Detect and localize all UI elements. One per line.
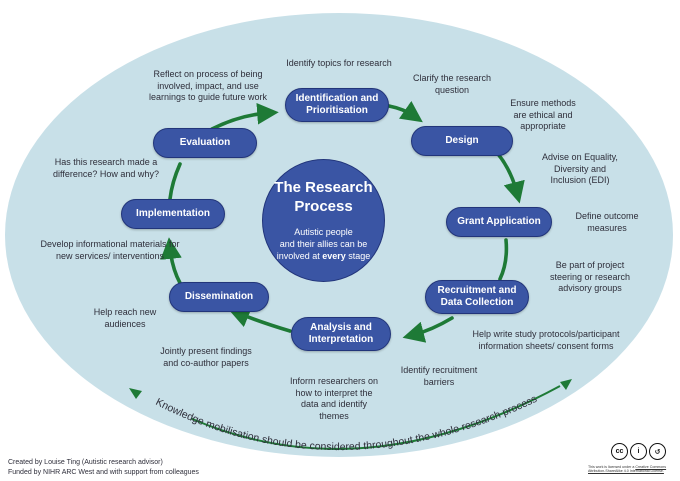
arrow-dissemination-to-implementation (160, 237, 182, 285)
text-line: new services/ interventions (55, 250, 165, 261)
text-line: appropriate (520, 121, 566, 131)
stage-dissemination: Dissemination (169, 282, 269, 312)
arrow-identification-to-design (387, 100, 423, 123)
by-icon: i (630, 443, 647, 460)
arrow-evaluation-to-identification (210, 102, 279, 131)
text-line: Develop informational materials for (40, 239, 180, 249)
text-line: Jointly present findings (160, 346, 252, 356)
text-line: steering or research (549, 271, 631, 282)
text-line: how to interpret the (295, 387, 373, 398)
arrow-design-to-grant (496, 152, 525, 204)
arrow-grant-to-recruitment (498, 238, 509, 281)
text-line: Inform researchers on (289, 376, 379, 386)
text-line: Recruitment and (437, 285, 517, 296)
text-line: data and identify (300, 399, 368, 409)
note-identify-topics: Identify topics for research (276, 58, 402, 70)
text-line: are ethical and (513, 109, 573, 120)
text-line: Ensure methods (510, 98, 576, 108)
text-line: Evaluation (179, 137, 231, 148)
footer-funding: Funded by NIHR ARC West and with support… (8, 469, 199, 476)
text-line: and their allies can be (279, 239, 368, 249)
text-line: themes (319, 410, 349, 421)
text-line: Has this research made a (54, 157, 158, 167)
text-line: advisory groups (558, 283, 622, 293)
center-title: The Research Process (263, 178, 384, 216)
arrow-implementation-to-evaluation (168, 162, 182, 201)
text-line: involved at (276, 251, 323, 261)
knowledge-arc-right-head (560, 379, 572, 390)
center-circle: The Research Process Autistic people and… (262, 159, 385, 282)
text-line: audiences (104, 318, 146, 329)
text-line: Dissemination (184, 291, 254, 302)
arrow-recruitment-to-analysis (402, 316, 454, 343)
license-link[interactable]: Creative Commons Attribution-ShareAlike … (588, 465, 667, 474)
text-line: Help reach new (93, 307, 157, 317)
text-line: Clarify the research (412, 73, 492, 83)
stage-implementation: Implementation (121, 199, 225, 229)
stage-design: Design (411, 126, 513, 156)
text-line: The Research (274, 179, 373, 196)
footer-credit: Created by Louise Ting (Autistic researc… (8, 459, 163, 466)
text-line: Inclusion (EDI) (550, 175, 610, 185)
text-line: This work is licensed under a (588, 465, 636, 469)
text-line: Identify recruitment (400, 365, 478, 375)
text-line: Help write study protocols/participant (472, 329, 620, 339)
knowledge-arc (151, 385, 561, 450)
text-line: Analysis and (310, 322, 372, 333)
stage-grant-application: Grant Application (446, 207, 552, 237)
text-line: Define outcome (575, 211, 639, 221)
text-line: Process (294, 198, 353, 215)
text-line: Identify topics for research (286, 58, 392, 68)
text-line: Autistic people (294, 227, 353, 237)
text-line: stage (345, 251, 371, 261)
stage-evaluation: Evaluation (153, 128, 257, 158)
text-line: involved, impact, and use (157, 80, 259, 91)
center-description: Autistic people and their allies can be … (269, 226, 378, 262)
text-line: Interpretation (308, 334, 374, 345)
text-line: measures (587, 222, 627, 233)
cc-icon: cc (611, 443, 628, 460)
text-line: Grant Application (457, 216, 541, 227)
arrow-analysis-to-dissemination (228, 307, 292, 333)
text-line: every (322, 251, 346, 261)
text-line: Advise on Equality, (542, 152, 618, 162)
text-line: information sheets/ consent forms (478, 340, 614, 351)
text-line: barriers (423, 376, 455, 387)
text-line: Design (445, 135, 479, 146)
text-line: Identification and (295, 93, 379, 104)
text-line: learnings to guide future work (148, 92, 268, 102)
cc-license-badge[interactable]: cc i ↺ (611, 443, 666, 460)
sa-icon: ↺ (649, 443, 666, 460)
text-line: and co-author papers (163, 357, 249, 368)
text-line: Diversity and (553, 163, 607, 174)
license-text: This work is licensed under a Creative C… (588, 465, 676, 474)
text-line: difference? How and why? (53, 168, 159, 179)
text-line: Data Collection (440, 297, 514, 308)
text-line: Prioritisation (306, 105, 368, 116)
text-line: question (434, 84, 470, 95)
text-line: Implementation (136, 208, 210, 219)
knowledge-arc-left-head (129, 388, 142, 399)
text-line: Reflect on process of being (153, 69, 263, 79)
text-line: Be part of project (555, 260, 625, 270)
